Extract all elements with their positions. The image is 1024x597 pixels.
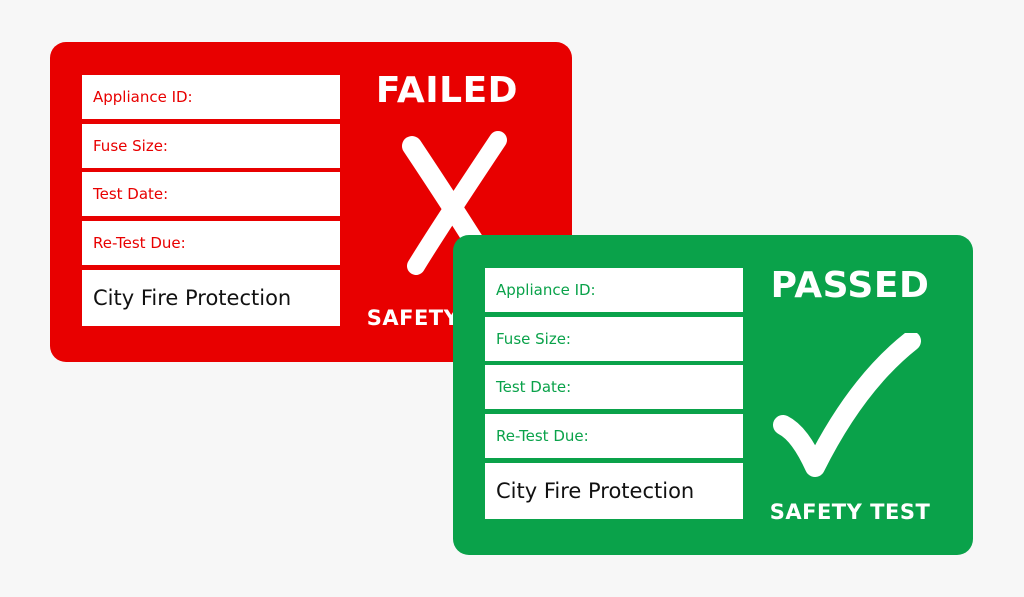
retest-due-field: Re-Test Due: xyxy=(82,221,340,265)
appliance-id-field: Appliance ID: xyxy=(485,268,743,312)
test-date-label: Test Date: xyxy=(93,185,169,203)
company-name-text: City Fire Protection xyxy=(496,479,695,503)
test-date-field: Test Date: xyxy=(82,172,340,216)
passed-status-title: PASSED xyxy=(770,265,930,306)
fuse-size-field: Fuse Size: xyxy=(485,317,743,361)
check-mark-icon xyxy=(773,333,921,477)
appliance-id-field: Appliance ID: xyxy=(82,75,340,119)
company-name-text: City Fire Protection xyxy=(93,286,292,310)
safety-test-caption: SAFETY TEST xyxy=(769,500,931,524)
test-date-label: Test Date: xyxy=(496,378,572,396)
fuse-size-label: Fuse Size: xyxy=(496,330,571,348)
company-name: City Fire Protection xyxy=(485,463,743,519)
company-name: City Fire Protection xyxy=(82,270,340,326)
fuse-size-label: Fuse Size: xyxy=(93,137,168,155)
passed-safety-label: Appliance ID: Fuse Size: Test Date: Re-T… xyxy=(453,235,973,555)
retest-due-label: Re-Test Due: xyxy=(496,427,589,445)
appliance-id-label: Appliance ID: xyxy=(496,281,596,299)
failed-safety-label: Appliance ID: Fuse Size: Test Date: Re-T… xyxy=(50,42,572,362)
test-date-field: Test Date: xyxy=(485,365,743,409)
retest-due-label: Re-Test Due: xyxy=(93,234,186,252)
failed-status-title: FAILED xyxy=(375,70,519,111)
retest-due-field: Re-Test Due: xyxy=(485,414,743,458)
appliance-id-label: Appliance ID: xyxy=(93,88,193,106)
fuse-size-field: Fuse Size: xyxy=(82,124,340,168)
